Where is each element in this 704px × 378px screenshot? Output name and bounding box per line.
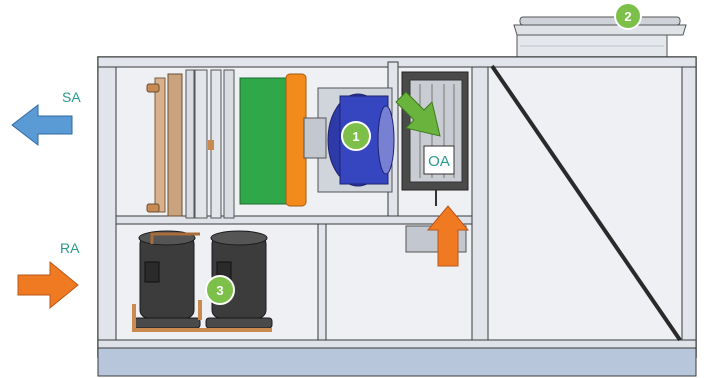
return-air-arrow-icon	[18, 262, 78, 308]
coil-assembly	[147, 70, 234, 218]
outside-air-label: OA	[428, 153, 450, 170]
callout-badge-3: 3	[206, 276, 234, 304]
return-air-label: RA	[60, 240, 80, 256]
supply-air-arrow-icon	[12, 105, 72, 145]
callout-badge-2: 2	[615, 3, 641, 29]
filter-coil	[240, 74, 306, 206]
supply-air-label: SA	[62, 89, 81, 105]
callout-badge-1: 1	[342, 122, 370, 150]
top-fan-housing	[514, 17, 686, 57]
callout-3-text: 3	[216, 283, 223, 298]
callout-1-text: 1	[352, 129, 359, 144]
callout-2-text: 2	[624, 9, 631, 24]
